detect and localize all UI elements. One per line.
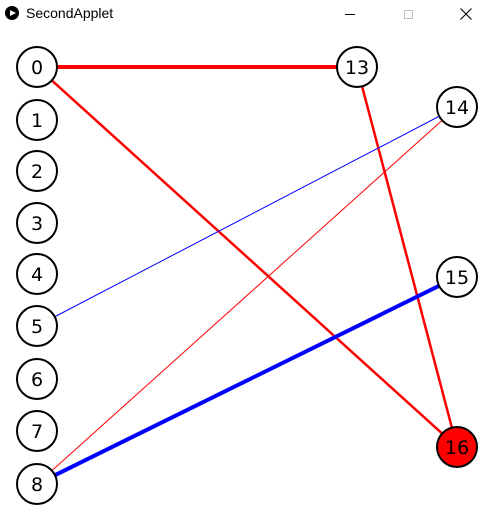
node-5[interactable]: 5 [16, 305, 58, 347]
node-14[interactable]: 14 [436, 86, 478, 128]
node-4[interactable]: 4 [16, 253, 58, 295]
node-circle [16, 463, 58, 505]
maximize-button[interactable] [385, 0, 431, 28]
node-2[interactable]: 2 [16, 150, 58, 192]
title-bar[interactable]: SecondApplet [0, 0, 494, 28]
node-label: 7 [31, 421, 43, 443]
node-circle [336, 46, 378, 88]
node-6[interactable]: 6 [16, 358, 58, 400]
node-label: 13 [345, 57, 369, 79]
edge-0-16 [50, 79, 444, 435]
node-label: 8 [31, 474, 43, 496]
node-circle [16, 410, 58, 452]
node-16[interactable]: 16 [436, 426, 478, 468]
minimize-icon [345, 13, 355, 15]
node-label: 15 [445, 267, 469, 289]
nodes-layer: 0 1 2 3 4 5 6 7 8 13 14 15 16 [16, 46, 478, 505]
node-circle [16, 150, 58, 192]
app-play-icon [5, 6, 19, 20]
node-13[interactable]: 13 [336, 46, 378, 88]
node-circle [16, 358, 58, 400]
node-circle [16, 305, 58, 347]
node-circle [436, 86, 478, 128]
node-label: 6 [31, 369, 43, 391]
minimize-button[interactable] [327, 0, 373, 28]
close-button[interactable] [443, 0, 489, 28]
node-label: 4 [31, 264, 43, 286]
node-label: 2 [31, 161, 43, 183]
node-label: 0 [31, 57, 43, 79]
node-label: 16 [445, 437, 469, 459]
node-0[interactable]: 0 [16, 46, 58, 88]
edge-8-15 [54, 284, 440, 477]
node-circle [16, 202, 58, 244]
node-circle [16, 253, 58, 295]
node-7[interactable]: 7 [16, 410, 58, 452]
node-circle [436, 426, 478, 468]
edge-13-16 [360, 86, 454, 428]
edges-layer [50, 65, 454, 477]
node-label: 3 [31, 213, 43, 235]
window-title: SecondApplet [26, 5, 114, 21]
node-label: 1 [31, 110, 43, 132]
node-circle [16, 46, 58, 88]
node-15[interactable]: 15 [436, 256, 478, 298]
node-circle [16, 99, 58, 141]
node-8[interactable]: 8 [16, 463, 58, 505]
node-circle [436, 256, 478, 298]
node-1[interactable]: 1 [16, 99, 58, 141]
edge-5-14 [54, 115, 440, 318]
maximize-icon [403, 9, 413, 19]
node-label: 14 [445, 97, 469, 119]
edge-8-14 [51, 119, 443, 472]
close-icon [460, 8, 472, 20]
node-label: 5 [31, 316, 43, 338]
node-3[interactable]: 3 [16, 202, 58, 244]
